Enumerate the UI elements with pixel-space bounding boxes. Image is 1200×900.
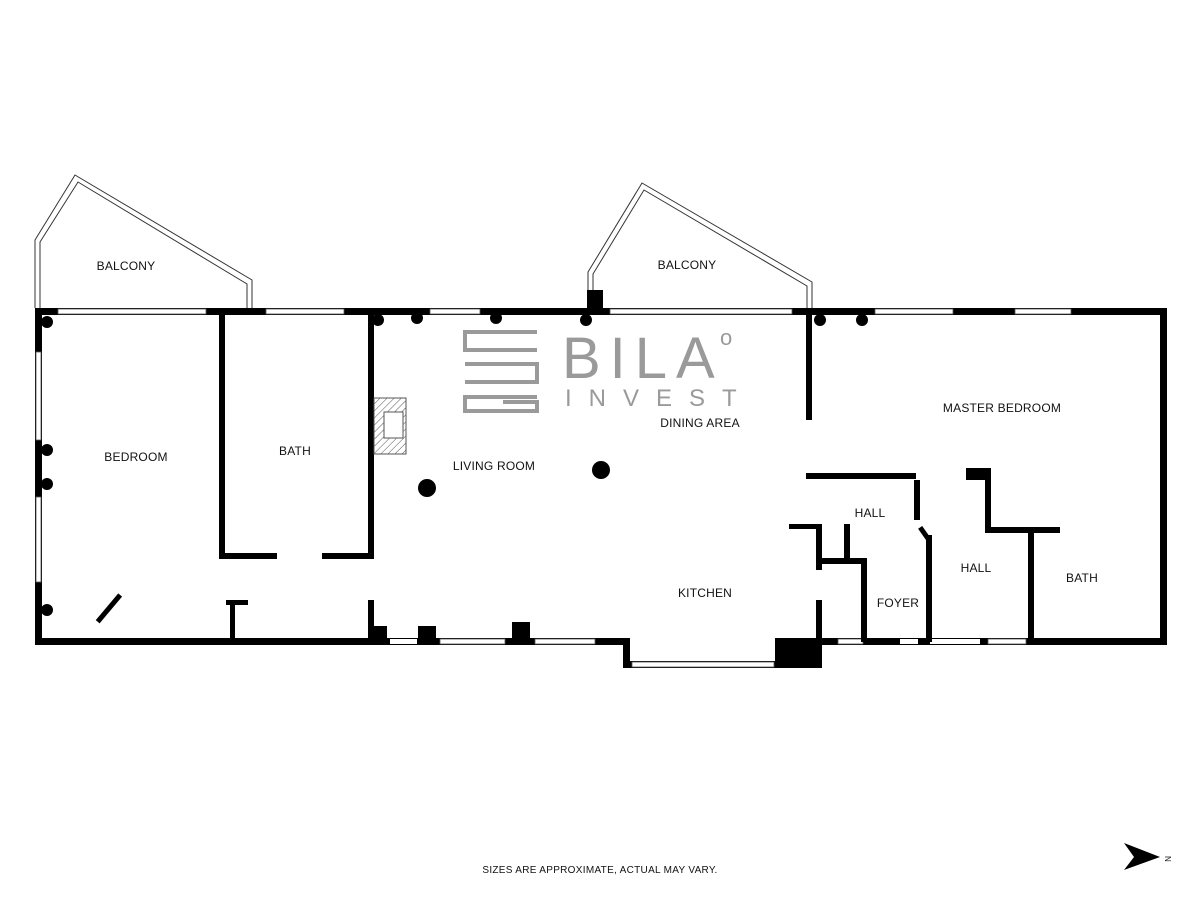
columns <box>41 312 868 616</box>
label-master-bedroom: MASTER BEDROOM <box>943 401 1061 415</box>
label-balcony-right: BALCONY <box>658 258 717 272</box>
brand-logo-icon <box>463 330 539 413</box>
label-hall-lower: HALL <box>961 561 992 575</box>
label-living-room: LIVING ROOM <box>453 459 535 473</box>
label-bath-right: BATH <box>1066 571 1098 585</box>
interior-walls <box>95 290 1060 668</box>
brand-watermark: BILA o INVEST <box>463 325 754 413</box>
fireplace-icon <box>373 397 407 455</box>
label-dining-area: DINING AREA <box>660 416 740 430</box>
label-foyer: FOYER <box>877 596 919 610</box>
balcony-left-outline <box>34 174 253 308</box>
brand-degree-mark: o <box>720 325 732 350</box>
room-labels: BALCONY BALCONY BEDROOM BATH LIVING ROOM… <box>97 258 1098 610</box>
north-label: N <box>1163 856 1172 862</box>
label-balcony-left: BALCONY <box>97 259 156 273</box>
label-hall-upper: HALL <box>855 506 886 520</box>
label-bath-left: BATH <box>279 444 311 458</box>
brand-subtitle: INVEST <box>565 385 754 412</box>
label-bedroom: BEDROOM <box>104 450 167 464</box>
north-arrow-icon: N <box>1124 843 1172 870</box>
windows <box>35 308 1072 668</box>
brand-name: BILA <box>562 326 724 391</box>
footer-note: SIZES ARE APPROXIMATE, ACTUAL MAY VARY. <box>482 865 717 876</box>
label-kitchen: KITCHEN <box>678 586 732 600</box>
balcony-right-outline <box>587 182 813 308</box>
